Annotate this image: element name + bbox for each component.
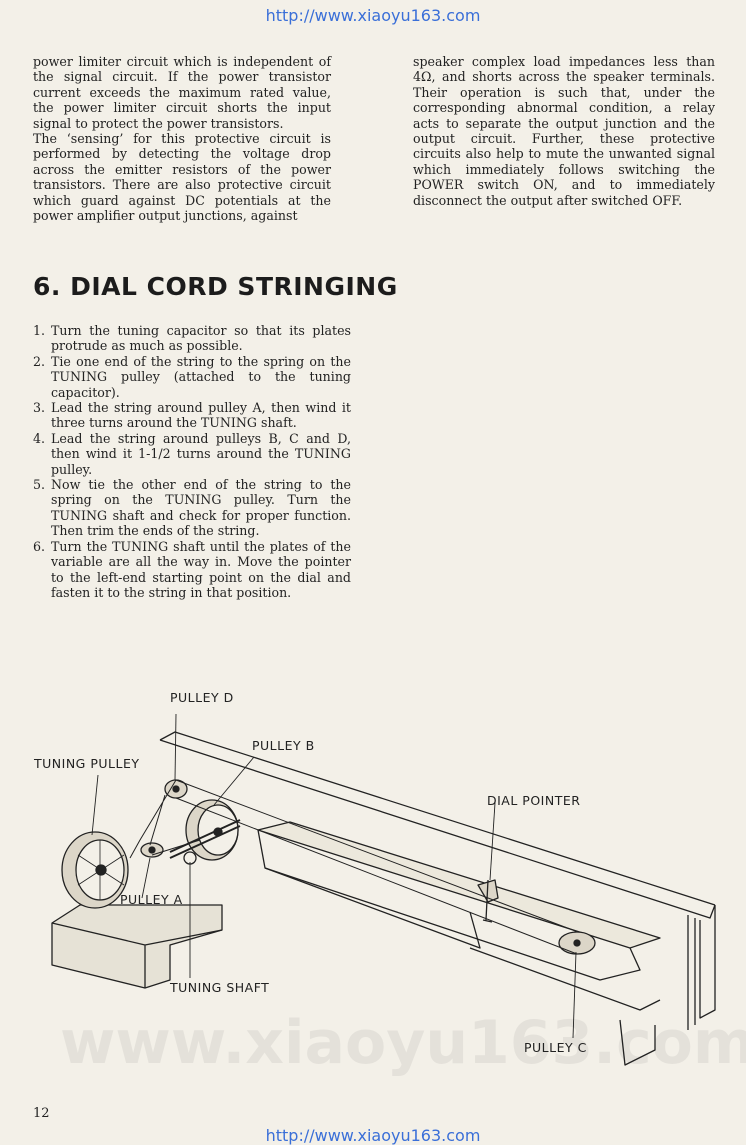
watermark-big: www.xiaoyu163.com [60,1008,746,1078]
label-tuning-shaft: TUNING SHAFT [169,980,269,995]
step-number: 6. [33,538,46,554]
step-item: 6. Turn the TUNING shaft until the plates… [33,539,351,601]
leader-pulley-d [174,713,177,781]
steps-list: 1. Turn the tuning capacitor so that its … [33,323,351,600]
label-dial-pointer: DIAL POINTER [487,793,580,808]
watermark-url-top: http://www.xiaoyu163.com [265,6,481,25]
left-paragraph-2: The ‘sensing’ for this protective circui… [33,131,331,224]
step-item: 3. Lead the string around pulley A, then … [33,400,351,431]
step-text: Turn the tuning capacitor so that its pl… [51,323,351,354]
leader-pulley-b [213,756,255,806]
dial-plate [257,821,661,949]
tuning-shaft-icon [169,819,241,859]
page-number: 12 [33,1106,50,1121]
chassis-right-panel [699,905,716,1019]
step-text: Lead the string around pulley A, then wi… [51,400,351,431]
leader-pulley-c [572,951,577,1039]
base-block-edge [51,922,223,988]
step-text: Now tie the other end of the string to t… [51,477,351,539]
step-item: 4. Lead the string around pulleys B, C an… [33,431,351,477]
chassis-rail-top [159,731,716,906]
step-number: 5. [33,477,46,493]
left-paragraph-1: power limiter circuit which is independe… [33,54,331,131]
step-number: 1. [33,323,46,338]
right-paragraph-1: speaker complex load impedances less tha… [413,54,715,208]
step-item: 5. Now tie the other end of the string to… [33,477,351,539]
step-number: 3. [33,400,46,416]
label-pulley-d: PULLEY D [170,690,234,705]
bottom-bracket [619,1019,656,1066]
step-item: 1. Turn the tuning capacitor so that its … [33,323,351,354]
step-text: Turn the TUNING shaft until the plates o… [51,538,351,600]
left-column: power limiter circuit which is independe… [33,54,331,223]
leader-pulley-a [141,857,151,899]
bottom-rail [469,947,661,1011]
step-text: Lead the string around pulleys B, C and … [51,430,351,477]
dial-plate-front [264,867,641,981]
leader-tuning-pulley [91,774,99,836]
step-number: 4. [33,430,46,446]
base-block [51,904,223,989]
chassis-rail-edge [159,739,716,919]
dial-plate-edge [257,829,481,949]
label-tuning-pulley: TUNING PULLEY [33,756,139,771]
watermark-url-bottom: http://www.xiaoyu163.com [265,1126,481,1145]
step-item: 2. Tie one end of the string to the sprin… [33,354,351,400]
step-number: 2. [33,353,46,369]
dial-cord-string [129,779,579,955]
dial-cord-diagram: PULLEY D PULLEY B TUNING PULLEY DIAL POI… [33,690,716,1066]
section-heading: 6. DIAL CORD STRINGING [33,272,398,301]
label-pulley-c: PULLEY C [524,1040,587,1055]
label-pulley-b: PULLEY B [252,738,315,753]
step-text: Tie one end of the string to the spring … [51,353,351,400]
right-column: speaker complex load impedances less tha… [413,54,715,208]
leader-dial-pointer [489,802,496,881]
label-pulley-a: PULLEY A [120,892,183,907]
chassis-right-side [687,915,696,1030]
dial-pointer-icon [477,879,499,923]
